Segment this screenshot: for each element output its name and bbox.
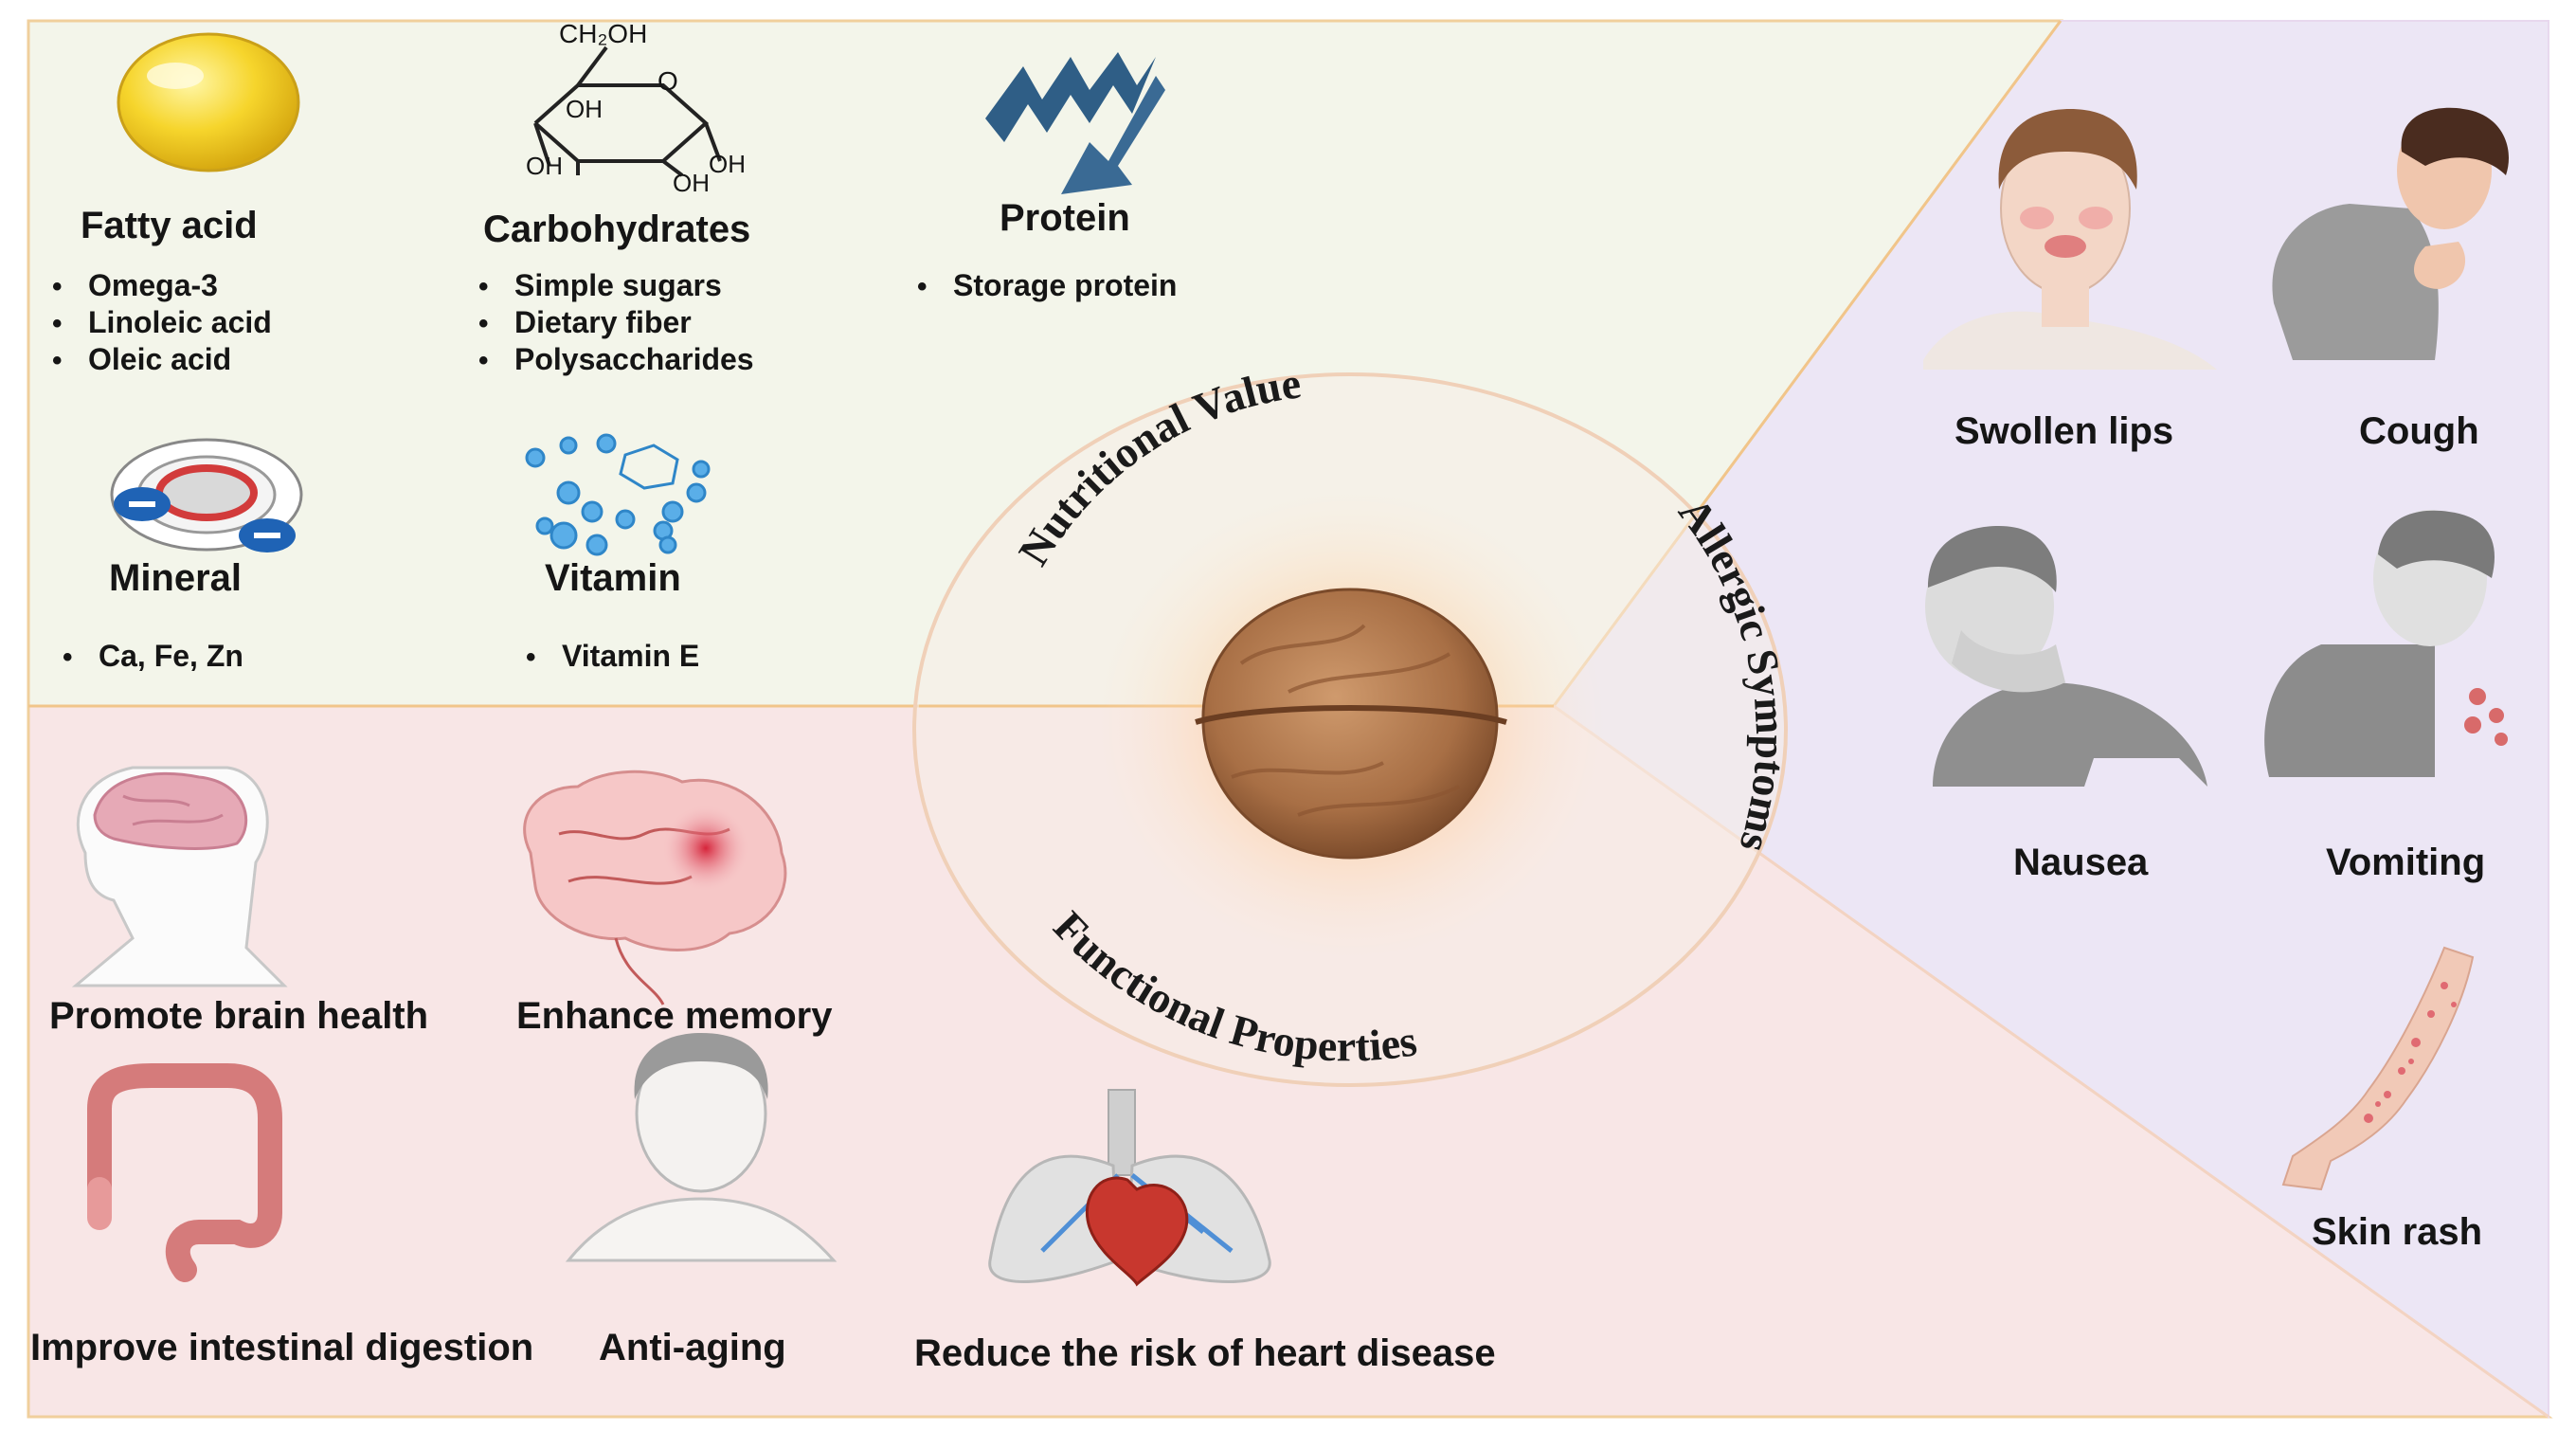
swollen-lips-caption: Swollen lips	[1955, 410, 2174, 452]
protein-item: Storage protein	[917, 270, 1177, 301]
rash-arm-icon	[2281, 946, 2475, 1191]
glucose-oh-label-4: OH	[709, 150, 746, 178]
fatty-acid-title: Fatty acid	[81, 205, 258, 246]
vitamin-title: Vitamin	[545, 557, 681, 599]
glucose-ch2oh-label: CH₂OH	[559, 19, 648, 48]
mineral-item: Ca, Fe, Zn	[63, 641, 243, 672]
protein-ribbon-icon	[985, 52, 1165, 194]
carbohydrates-title: Carbohydrates	[483, 208, 751, 250]
carbohydrates-item: Polysaccharides	[478, 344, 754, 375]
brain-profile-icon	[71, 766, 288, 987]
glucose-oh-label-2: OH	[526, 152, 563, 180]
walnut-icon	[1195, 588, 1507, 860]
carbohydrates-item: Simple sugars	[478, 270, 722, 301]
fatty-acid-item: Linoleic acid	[52, 307, 272, 338]
glucose-structure-icon	[533, 45, 722, 177]
brain-health-caption: Promote brain health	[49, 995, 429, 1037]
vitamin-item: Vitamin E	[526, 641, 699, 672]
nausea-caption: Nausea	[2013, 842, 2149, 883]
mineral-title: Mineral	[109, 557, 243, 599]
heart-caption: Reduce the risk of heart disease	[914, 1332, 1496, 1374]
fatty-acid-item: Omega-3	[52, 270, 218, 301]
coughing-person-icon	[2272, 107, 2509, 360]
anti-aging-caption: Anti-aging	[599, 1327, 786, 1368]
glucose-oh-label-1: OH	[566, 95, 603, 123]
fatty-acid-item: Oleic acid	[52, 344, 231, 375]
nausea-person-icon	[1925, 526, 2207, 787]
brain-highlight-icon	[523, 770, 787, 1005]
vitamin-molecule-icon	[525, 433, 711, 556]
aging-face-icon	[565, 1033, 838, 1262]
swollen-lips-person-icon	[1923, 109, 2217, 370]
glucose-ring-o-label: O	[658, 66, 678, 96]
intestine-icon	[87, 1063, 282, 1282]
skin-rash-caption: Skin rash	[2312, 1211, 2483, 1253]
oil-drop-icon	[117, 32, 300, 172]
glucose-oh-label-3: OH	[673, 169, 710, 197]
vomiting-person-icon	[2264, 510, 2508, 777]
lungs-heart-icon	[988, 1089, 1271, 1287]
memory-caption: Enhance memory	[516, 995, 833, 1037]
intestinal-caption: Improve intestinal digestion	[30, 1327, 534, 1368]
protein-title: Protein	[1000, 197, 1130, 239]
carbohydrates-item: Dietary fiber	[478, 307, 692, 338]
cough-caption: Cough	[2359, 410, 2479, 452]
vomiting-caption: Vomiting	[2326, 842, 2486, 883]
mineral-ion-icon	[110, 438, 303, 552]
